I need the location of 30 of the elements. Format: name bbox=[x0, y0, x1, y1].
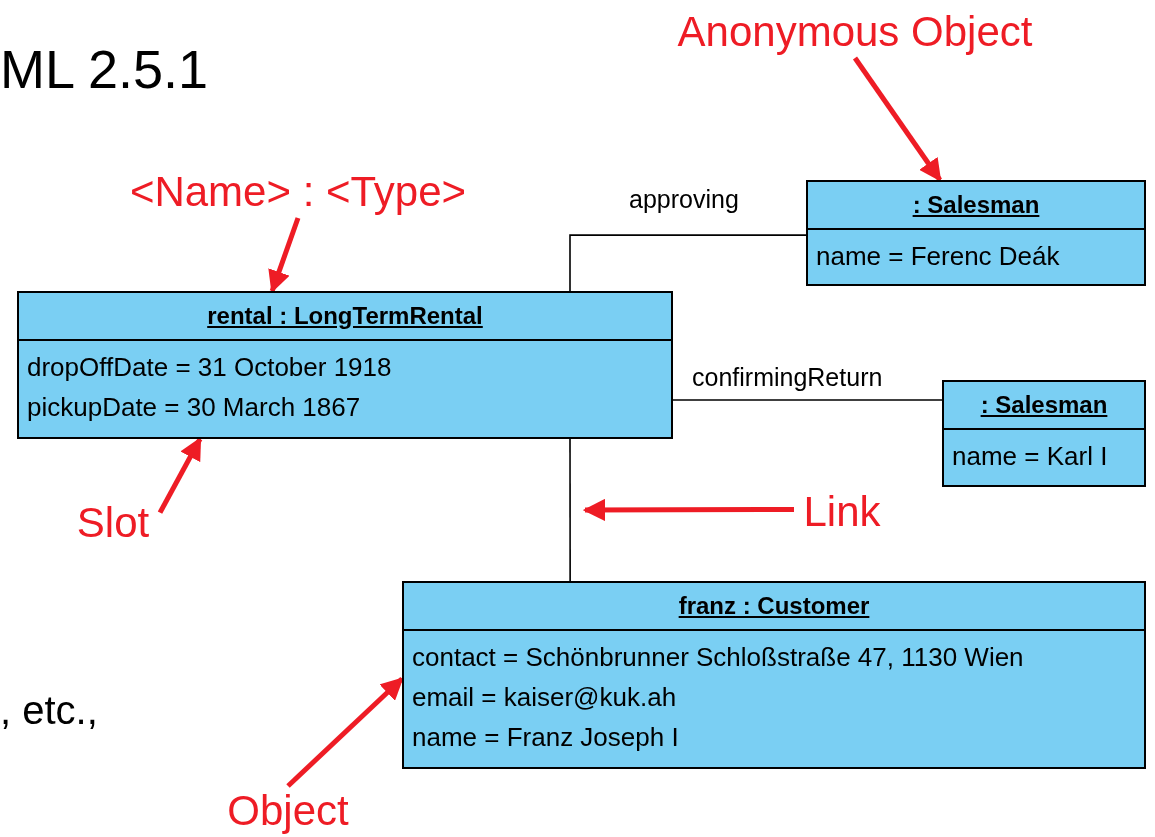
annotation-arrow bbox=[852, 56, 942, 182]
annotation-text: <Name> : <Type> bbox=[104, 166, 492, 218]
annotation-arrow bbox=[157, 437, 203, 514]
annotation-arrow bbox=[268, 217, 301, 294]
annotation-arrow bbox=[286, 676, 404, 788]
object-title: : Salesman bbox=[980, 390, 1108, 420]
object-box bbox=[17, 291, 673, 439]
slot-text: email = kaiser@kuk.ah bbox=[412, 681, 678, 714]
object-title: rental : LongTermRental bbox=[207, 301, 483, 331]
slot-text: pickupDate = 30 March 1867 bbox=[27, 391, 362, 424]
annotation-text: Anonymous Object bbox=[650, 6, 1060, 58]
object-title: : Salesman bbox=[912, 190, 1040, 220]
annotation-text: Object bbox=[214, 786, 362, 836]
link-line bbox=[672, 399, 943, 401]
annotation-text: Slot bbox=[66, 497, 160, 549]
slot-text: name = Ferenc Deák bbox=[816, 240, 1061, 273]
link-line bbox=[569, 438, 571, 582]
slot-text: dropOffDate = 31 October 1918 bbox=[27, 351, 393, 384]
annotation-arrow bbox=[582, 498, 794, 522]
slot-text: name = Franz Joseph I bbox=[412, 721, 680, 754]
object-box bbox=[942, 380, 1146, 487]
annotation-text: Link bbox=[794, 486, 890, 538]
slot-text: name = Karl I bbox=[952, 440, 1109, 473]
object-box bbox=[402, 581, 1146, 769]
slot-text: contact = Schönbrunner Schloßstraße 47, 1130 Wien bbox=[412, 641, 1025, 674]
object-box bbox=[806, 180, 1146, 286]
link-line bbox=[569, 234, 807, 292]
slide-text: ML 2.5.1 bbox=[0, 42, 209, 96]
slide-text: , etc., bbox=[0, 690, 98, 730]
object-title: franz : Customer bbox=[678, 591, 870, 621]
